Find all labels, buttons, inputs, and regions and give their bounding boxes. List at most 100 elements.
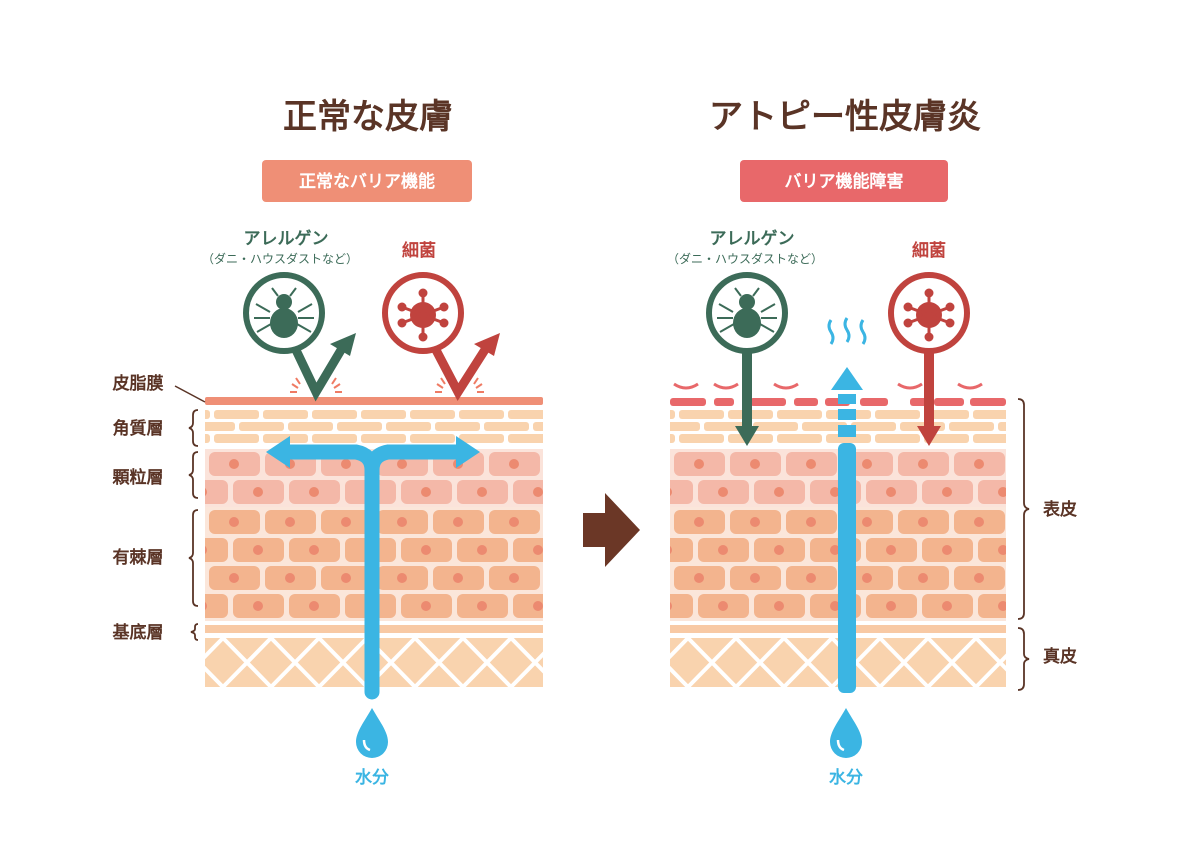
cell-nucleus (229, 573, 239, 583)
epidermal-cell (670, 594, 693, 618)
cell-nucleus (974, 459, 984, 469)
corneum-cell (533, 422, 543, 431)
region-brackets (1017, 398, 1030, 691)
cell-nucleus (533, 601, 543, 611)
cell-nucleus (397, 573, 407, 583)
barrier-dysfunction-badge (740, 160, 948, 202)
normal-barrier-badge (262, 160, 472, 202)
cell-nucleus (862, 573, 872, 583)
normal-skin-cross-section (205, 397, 543, 689)
left-allergen-icon (243, 272, 356, 402)
barrier-dysfunction-badge-text: バリア機能障害 (785, 171, 904, 192)
impact-marks (290, 377, 484, 393)
cell-nucleus (694, 459, 704, 469)
cell-nucleus (774, 545, 784, 555)
right-bacteria-label: 細菌 (912, 240, 946, 261)
corneum-cell (410, 410, 455, 419)
epidermal-cell (513, 538, 543, 562)
cell-nucleus (477, 545, 487, 555)
corneum-cell (312, 410, 357, 419)
cell-nucleus (421, 601, 431, 611)
layer-label-granular: 顆粒層 (113, 467, 164, 488)
epidermal-cell (978, 538, 1006, 562)
epidermal-cell (205, 480, 228, 504)
epidermal-cell (670, 538, 693, 562)
cell-nucleus (205, 488, 207, 496)
corneum-cell (973, 410, 1006, 419)
right-water-label: 水分 (829, 767, 863, 788)
cell-nucleus (886, 545, 896, 555)
sebum-fragment (897, 382, 923, 390)
cell-nucleus (309, 601, 319, 611)
right-allergen-label: アレルゲン (710, 228, 795, 249)
cell-nucleus (397, 459, 407, 469)
region-label-epidermis: 表皮 (1043, 499, 1077, 520)
left-bacteria-label: 細菌 (402, 240, 436, 261)
cell-nucleus (830, 545, 840, 555)
bacteria-icon (903, 288, 955, 342)
dermis-mesh (205, 636, 543, 689)
cell-nucleus (774, 601, 784, 611)
sebum-fragment (957, 382, 983, 390)
corneum-cell (777, 410, 822, 419)
cell-nucleus (998, 601, 1006, 611)
cell-nucleus (421, 545, 431, 555)
epidermal-cell (670, 480, 693, 504)
left-allergen-sub: （ダニ・ハウスダストなど） (202, 251, 358, 266)
cell-nucleus (421, 487, 431, 497)
cell-nucleus (750, 573, 760, 583)
cell-nucleus (453, 573, 463, 583)
cell-nucleus (918, 517, 928, 527)
damaged-sebum-segment (750, 398, 786, 406)
corneum-cell (263, 434, 308, 443)
damaged-sebum-segment (670, 398, 706, 406)
mite-icon (717, 287, 777, 338)
damaged-sebum-segment (860, 398, 888, 406)
cell-nucleus (253, 545, 263, 555)
cell-nucleus (774, 487, 784, 497)
cell-nucleus (942, 601, 952, 611)
transition-arrow-icon (583, 493, 640, 567)
corneum-cell (851, 422, 896, 431)
cell-nucleus (806, 517, 816, 527)
corneum-cell (214, 410, 259, 419)
sebum-pointer-line (174, 385, 206, 403)
cell-nucleus (750, 459, 760, 469)
cell-nucleus (309, 487, 319, 497)
corneum-cell (312, 434, 357, 443)
cell-nucleus (670, 602, 672, 610)
sebum-layer (205, 397, 543, 405)
corneum-cell (337, 422, 382, 431)
right-water-drop-icon (830, 708, 862, 758)
cell-nucleus (750, 517, 760, 527)
corneum-cell (484, 422, 529, 431)
corneum-cell (459, 410, 504, 419)
cell-nucleus (205, 602, 207, 610)
cell-nucleus (942, 545, 952, 555)
cell-nucleus (670, 546, 672, 554)
epidermal-cell (205, 594, 228, 618)
corneum-cell (679, 434, 724, 443)
corneum-cell (777, 434, 822, 443)
cell-nucleus (341, 517, 351, 527)
corneum-cell (361, 410, 406, 419)
cell-nucleus (886, 601, 896, 611)
cell-nucleus (285, 517, 295, 527)
layer-label-spinous: 有棘層 (113, 547, 164, 568)
corneum-cell (263, 410, 308, 419)
cell-nucleus (694, 573, 704, 583)
region-label-dermis: 真皮 (1043, 646, 1077, 667)
skin-layers (205, 397, 543, 689)
cell-nucleus (718, 545, 728, 555)
corneum-cell (205, 422, 235, 431)
cell-nucleus (341, 459, 351, 469)
cell-nucleus (998, 487, 1006, 497)
cell-nucleus (806, 459, 816, 469)
cell-nucleus (253, 487, 263, 497)
right-allergen-icon (706, 272, 788, 446)
layer-label-sebum: 皮脂膜 (113, 373, 164, 394)
corneum-cell (361, 434, 406, 443)
cell-nucleus (285, 573, 295, 583)
bacteria-icon (397, 288, 449, 342)
corneum-cell (239, 422, 284, 431)
